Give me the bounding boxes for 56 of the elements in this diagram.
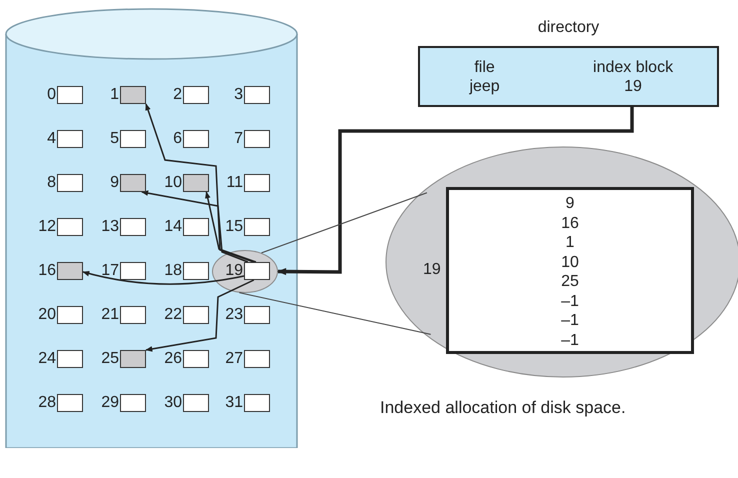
block-number: 2 bbox=[173, 87, 182, 103]
arrow bbox=[145, 103, 254, 263]
block-number: 14 bbox=[164, 219, 182, 235]
block-number: 9 bbox=[110, 175, 119, 191]
index-entry: –1 bbox=[561, 311, 579, 330]
block-number: 10 bbox=[164, 175, 182, 191]
arrow bbox=[205, 191, 256, 263]
index-entry: 10 bbox=[561, 252, 579, 272]
block-number: 8 bbox=[47, 175, 56, 191]
block-number: 3 bbox=[234, 87, 243, 103]
index-entry: 25 bbox=[561, 272, 579, 292]
block-number: 20 bbox=[38, 307, 56, 323]
arrow bbox=[277, 107, 634, 276]
index-entry: –1 bbox=[561, 292, 579, 311]
arrow bbox=[141, 190, 248, 263]
block-number: 18 bbox=[164, 263, 182, 279]
table-heading: directory bbox=[536, 18, 600, 37]
column-header: file bbox=[474, 58, 495, 76]
block-number: 29 bbox=[101, 395, 119, 411]
index-entry: –1 bbox=[561, 330, 579, 350]
block-number: 16 bbox=[38, 263, 56, 279]
block-number: 17 bbox=[101, 263, 119, 279]
block-number: 31 bbox=[225, 395, 243, 411]
index-entry: 9 bbox=[566, 194, 574, 214]
block-number: 11 bbox=[226, 175, 243, 191]
block-number: 7 bbox=[234, 131, 243, 147]
table-cell: jeep bbox=[469, 76, 500, 96]
index-entry: 1 bbox=[566, 233, 574, 252]
block-number: 0 bbox=[47, 87, 56, 103]
block-number: 4 bbox=[47, 131, 56, 147]
block-number: 28 bbox=[38, 395, 56, 411]
block-number: 5 bbox=[110, 131, 119, 147]
block-number: 22 bbox=[164, 307, 182, 323]
zoom-line bbox=[261, 192, 428, 254]
arrow bbox=[145, 279, 254, 352]
index-block bbox=[446, 187, 694, 354]
block-number: 25 bbox=[101, 351, 119, 367]
arrow bbox=[82, 270, 244, 285]
block-number: 21 bbox=[101, 307, 119, 323]
block-number: 23 bbox=[225, 307, 243, 323]
caption: Indexed allocation of disk space. bbox=[380, 398, 626, 418]
block-number: 1 bbox=[110, 87, 119, 103]
block-number: 27 bbox=[225, 351, 243, 367]
block-number: 13 bbox=[101, 219, 119, 235]
block-number: 19 bbox=[225, 263, 243, 279]
block-number: 12 bbox=[38, 219, 56, 235]
block-number: 30 bbox=[164, 395, 182, 411]
column-header: index block bbox=[593, 58, 674, 76]
block-number: 24 bbox=[38, 351, 56, 367]
block-number: 26 bbox=[164, 351, 182, 367]
index-entry: 16 bbox=[561, 214, 579, 233]
block-number: 19 bbox=[423, 262, 441, 278]
table-cell: 19 bbox=[624, 76, 642, 96]
block-number: 15 bbox=[225, 219, 243, 235]
block-number: 6 bbox=[173, 131, 182, 147]
zoom-line bbox=[238, 292, 432, 335]
